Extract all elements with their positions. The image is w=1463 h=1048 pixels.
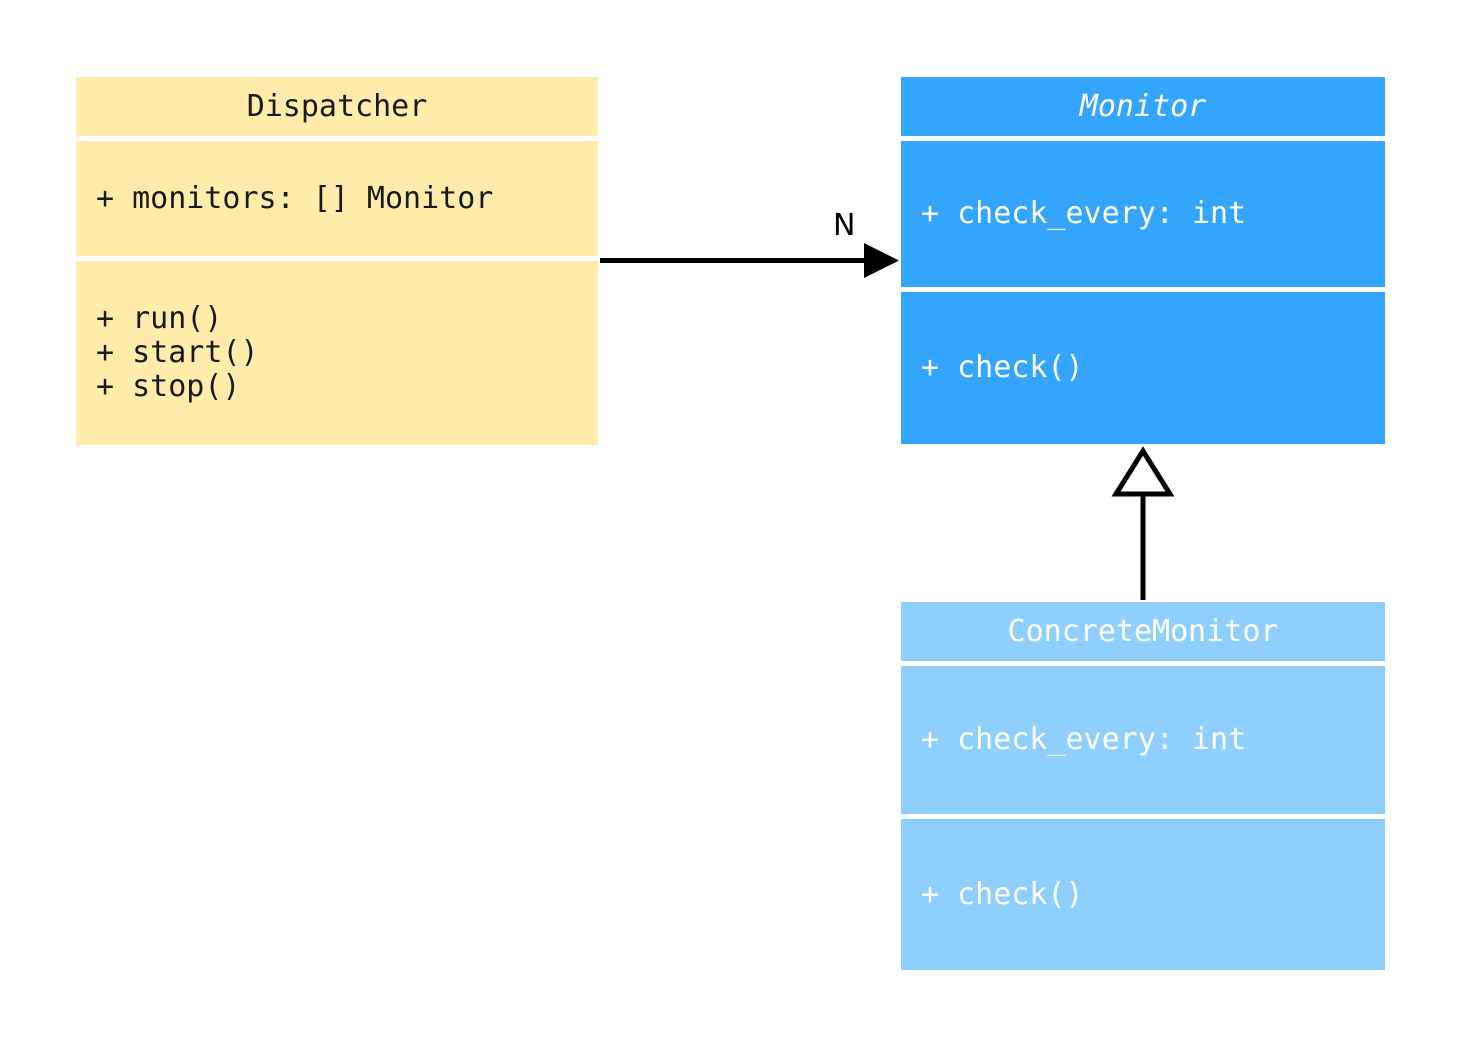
class-attributes-concrete-monitor: + check_every: int — [901, 666, 1385, 814]
class-title-dispatcher: Dispatcher — [76, 77, 598, 136]
class-box-monitor[interactable]: Monitor + check_every: int + check() — [901, 77, 1385, 444]
class-box-concrete-monitor[interactable]: ConcreteMonitor + check_every: int + che… — [901, 602, 1385, 970]
attribute-row: + check_every: int — [921, 196, 1247, 231]
class-methods-monitor: + check() — [901, 292, 1385, 444]
attribute-row: + check_every: int — [921, 722, 1247, 757]
method-row: + check() — [921, 350, 1084, 385]
class-box-dispatcher[interactable]: Dispatcher + monitors: [] Monitor + run(… — [76, 77, 598, 445]
class-methods-dispatcher: + run() + start() + stop() — [76, 261, 598, 445]
method-row: + check() — [921, 876, 1084, 912]
class-methods-concrete-monitor: + check() — [901, 819, 1385, 970]
association-dispatcher-to-monitor — [600, 243, 899, 278]
class-title-concrete-monitor: ConcreteMonitor — [901, 602, 1385, 661]
association-multiplicity-label: N — [833, 208, 856, 243]
class-attributes-monitor: + check_every: int — [901, 141, 1385, 287]
generalization-concrete-to-monitor — [1111, 446, 1175, 600]
hollow-triangle-icon — [1111, 446, 1175, 497]
filled-arrowhead-icon — [864, 243, 899, 278]
method-row: + start() — [96, 335, 259, 370]
attribute-row: + monitors: [] Monitor — [96, 180, 494, 216]
method-row: + run() — [96, 301, 223, 336]
class-title-monitor: Monitor — [901, 77, 1385, 136]
method-row: + stop() — [96, 369, 241, 404]
class-attributes-dispatcher: + monitors: [] Monitor — [76, 141, 598, 256]
